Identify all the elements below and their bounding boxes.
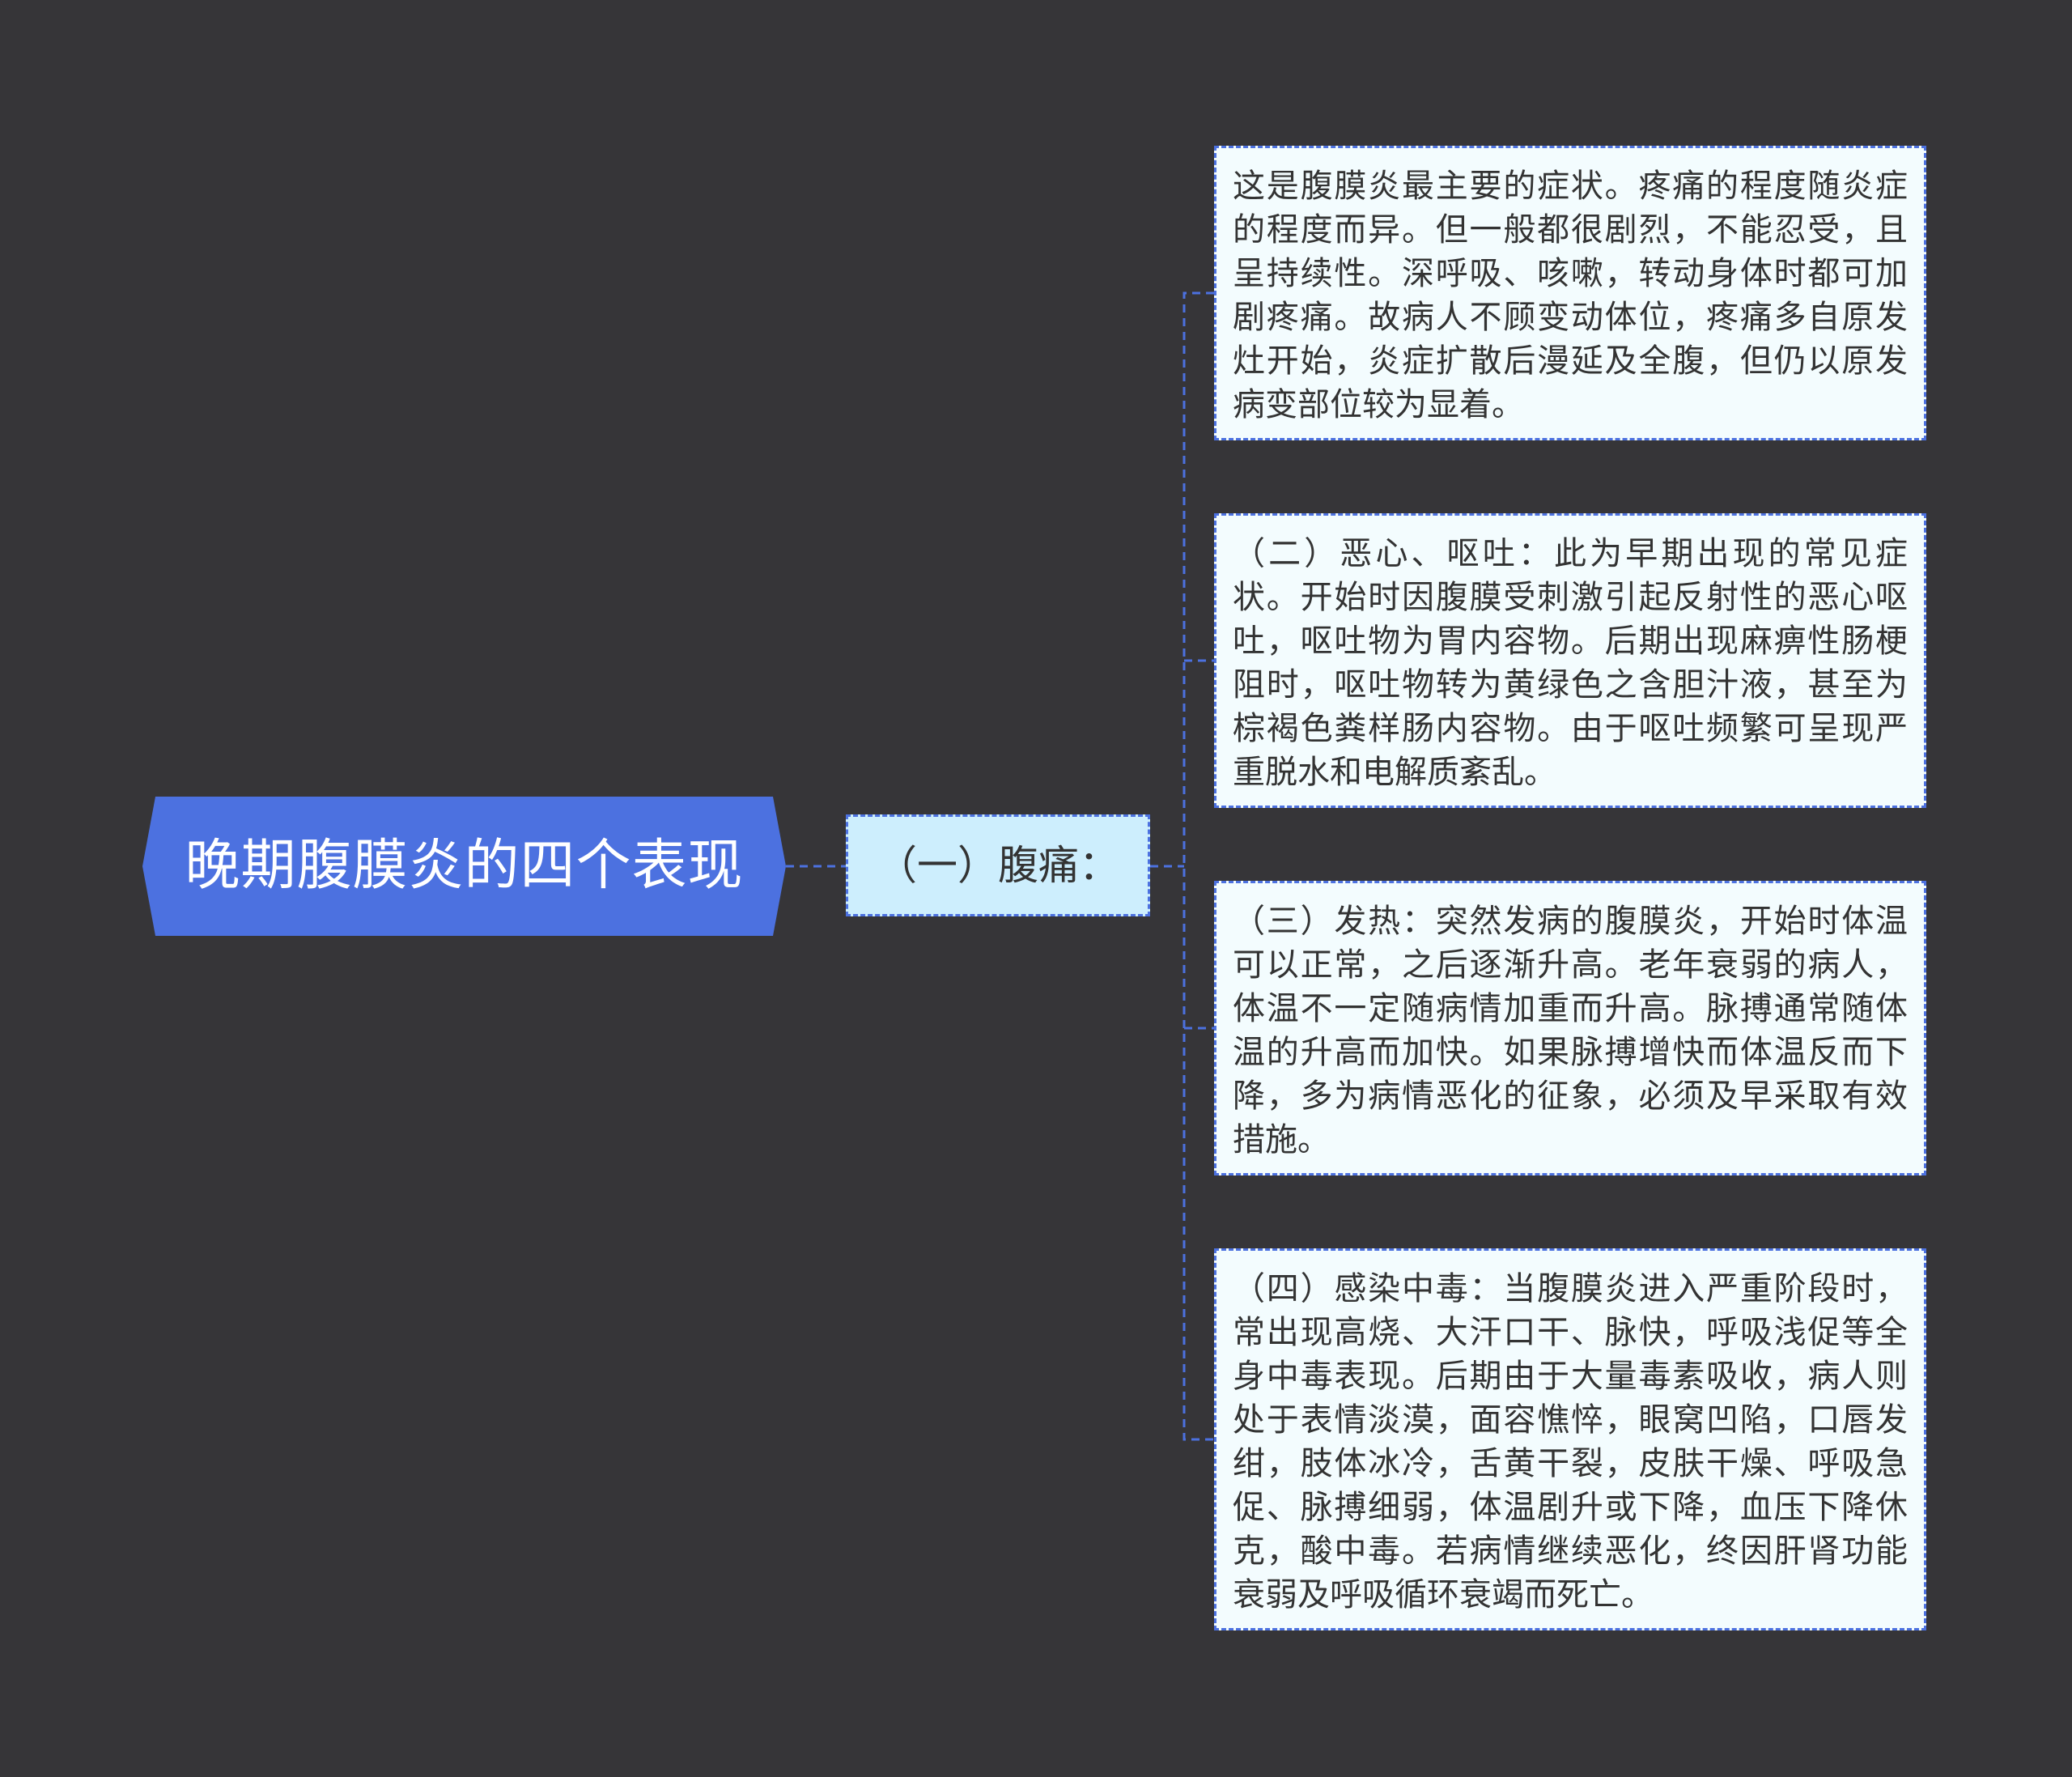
leaf-text: （二）恶心、呕吐：此为早期出现的常见症状。开始时因腹膜受刺激引起反射性的恶心呕吐… — [1233, 535, 1908, 791]
leaf-pain-description[interactable]: 这是腹膜炎最主要的症状。疼痛的程度随炎症的程度而异。但一般都很剧烈，不能忍受，且… — [1214, 146, 1926, 440]
leaf-text: 这是腹膜炎最主要的症状。疼痛的程度随炎症的程度而异。但一般都很剧烈，不能忍受，且… — [1233, 168, 1908, 423]
leaf-infection-toxicity[interactable]: （四）感染中毒：当腹膜炎进入严重阶段时，常出现高烧、大汗口干、脉快，呼吸浅促等全… — [1214, 1248, 1926, 1630]
leaf-text: （三）发热：突然发病的腹膜炎，开始时体温可以正常，之后逐渐升高。老年衰弱的病人，… — [1233, 903, 1908, 1158]
branch-node-abdominal-pain[interactable]: （一）腹痛： — [846, 814, 1150, 916]
leaf-text: （四）感染中毒：当腹膜炎进入严重阶段时，常出现高烧、大汗口干、脉快，呼吸浅促等全… — [1233, 1270, 1908, 1613]
root-node[interactable]: 晚期腹膜炎的四个表现 — [142, 797, 786, 936]
leaf-fever[interactable]: （三）发热：突然发病的腹膜炎，开始时体温可以正常，之后逐渐升高。老年衰弱的病人，… — [1214, 881, 1926, 1175]
bracket-connector — [1182, 291, 1214, 1441]
leaf-nausea-vomiting[interactable]: （二）恶心、呕吐：此为早期出现的常见症状。开始时因腹膜受刺激引起反射性的恶心呕吐… — [1214, 513, 1926, 808]
branch-label: （一）腹痛： — [877, 842, 1119, 889]
root-label: 晚期腹膜炎的四个表现 — [185, 834, 744, 898]
